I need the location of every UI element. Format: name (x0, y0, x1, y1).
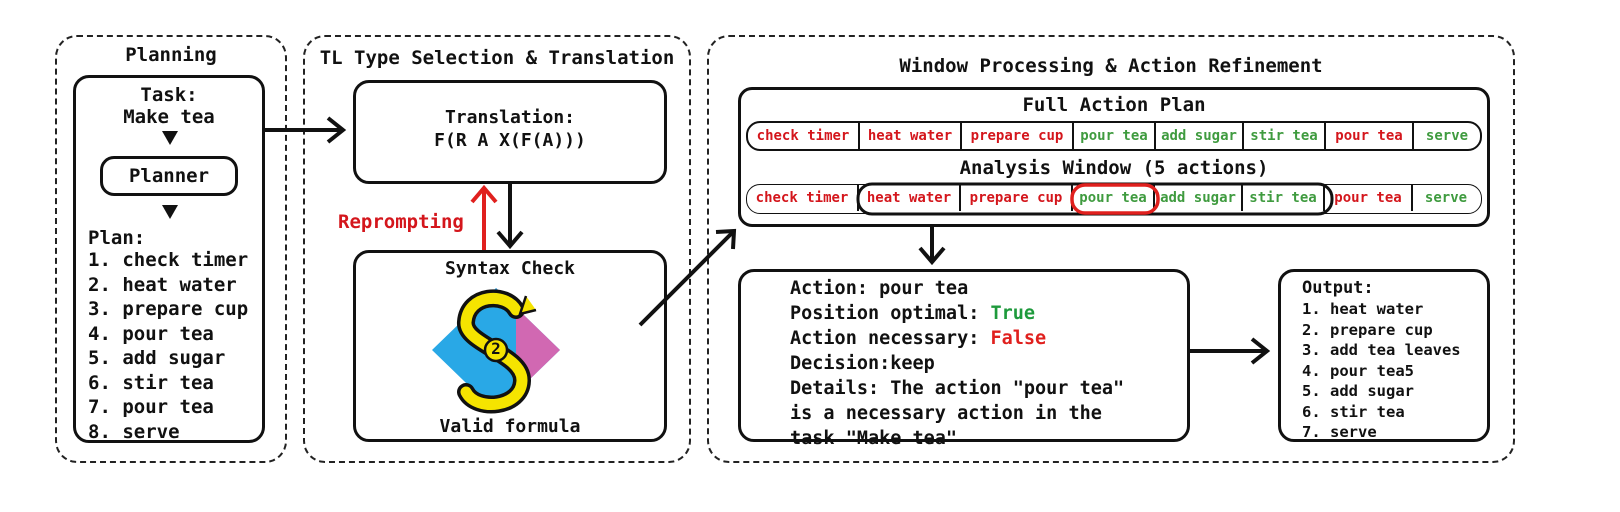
action-chip: pour tea (1074, 123, 1156, 149)
down-triangle-icon (162, 131, 178, 145)
action-chip: stir tea (1243, 185, 1325, 211)
necessary-label: Action necessary: (790, 328, 991, 349)
action-chip: add sugar (1156, 123, 1244, 149)
plan-item: 8. serve (88, 420, 180, 443)
plan-item: 4. pour tea (88, 322, 214, 345)
position-label: Position optimal: (790, 303, 991, 324)
output-item: 7. serve (1302, 423, 1377, 441)
output-item: 5. add sugar (1302, 382, 1414, 400)
necessary-value: False (990, 328, 1047, 349)
action-chip: pour tea (1326, 123, 1414, 149)
decision-line: Decision:keep (790, 353, 935, 374)
details-line: task "Make tea" (790, 428, 958, 449)
planning-title: Planning (125, 44, 217, 66)
action-line: Action: pour tea (790, 278, 969, 299)
plan-item: 7. pour tea (88, 396, 214, 418)
output-item: 3. add tea leaves (1302, 341, 1461, 359)
action-chip: check timer (747, 185, 859, 211)
tl-title: TL Type Selection & Translation (319, 47, 675, 69)
translation-formula: F(R A X(F(A))) (434, 130, 586, 151)
action-chip: prepare cup (962, 123, 1074, 149)
planner-box (100, 156, 238, 196)
action-chip: add sugar (1155, 185, 1243, 211)
logo-number: 2 (491, 339, 501, 358)
action-chip: serve (1425, 128, 1469, 144)
plan-item: 5. add sugar (88, 347, 226, 369)
reprompting-label: Reprompting (338, 211, 464, 233)
full-plan-title: Full Action Plan (1022, 94, 1206, 116)
necessary-line: Action necessary: False (790, 326, 1124, 351)
analysis-title: Analysis Window (5 actions) (959, 157, 1269, 179)
translation-label: Translation: (444, 107, 576, 128)
output-item: 4. pour tea5 (1302, 361, 1414, 380)
planning-panel (55, 35, 287, 463)
details-line: is a necessary action in the (790, 403, 1102, 424)
action-chip: heat water (860, 123, 962, 149)
task-value: Make tea (123, 106, 215, 128)
position-line: Position optimal: True (790, 301, 1124, 326)
position-value: True (990, 303, 1036, 324)
action-chip: pour tea (1073, 185, 1155, 211)
output-box (1278, 269, 1490, 442)
action-chip: stir tea (1244, 123, 1326, 149)
action-chip: prepare cup (961, 185, 1073, 211)
translation-box (353, 80, 667, 184)
action-chip: serve (1424, 190, 1468, 206)
plan-list: 1. check timer 2. heat water 3. prepare … (88, 248, 248, 444)
plan-item: 6. stir tea (88, 371, 214, 394)
output-item: 6. stir tea (1302, 402, 1405, 421)
window-title: Window Processing & Action Refinement (899, 55, 1323, 77)
action-chip: heat water (859, 185, 961, 211)
down-triangle-icon (162, 205, 178, 219)
decision-text: Action: pour tea Position optimal: True … (790, 276, 1124, 451)
plan-header: Plan: (88, 227, 146, 249)
decision-box (738, 269, 1190, 442)
action-chip: check timer (748, 123, 860, 149)
details-line: Details: The action "pour tea" (790, 378, 1125, 399)
output-item: 2. prepare cup (1302, 320, 1433, 339)
syntax-check-label: Syntax Check (444, 258, 576, 279)
task-label: Task: (140, 84, 198, 106)
plan-item: 3. prepare cup (88, 298, 249, 320)
output-header: Output: (1302, 278, 1374, 298)
planner-label: Planner (128, 165, 210, 187)
output-item: 1. heat water (1302, 300, 1424, 318)
action-chip: pour tea (1325, 185, 1413, 211)
plan-item: 2. heat water (88, 273, 237, 296)
plan-item: 1. check timer (88, 249, 249, 271)
output-list: Output: 1. heat water 2. prepare cup 3. … (1302, 277, 1461, 443)
valid-formula-label: Valid formula (439, 416, 581, 437)
